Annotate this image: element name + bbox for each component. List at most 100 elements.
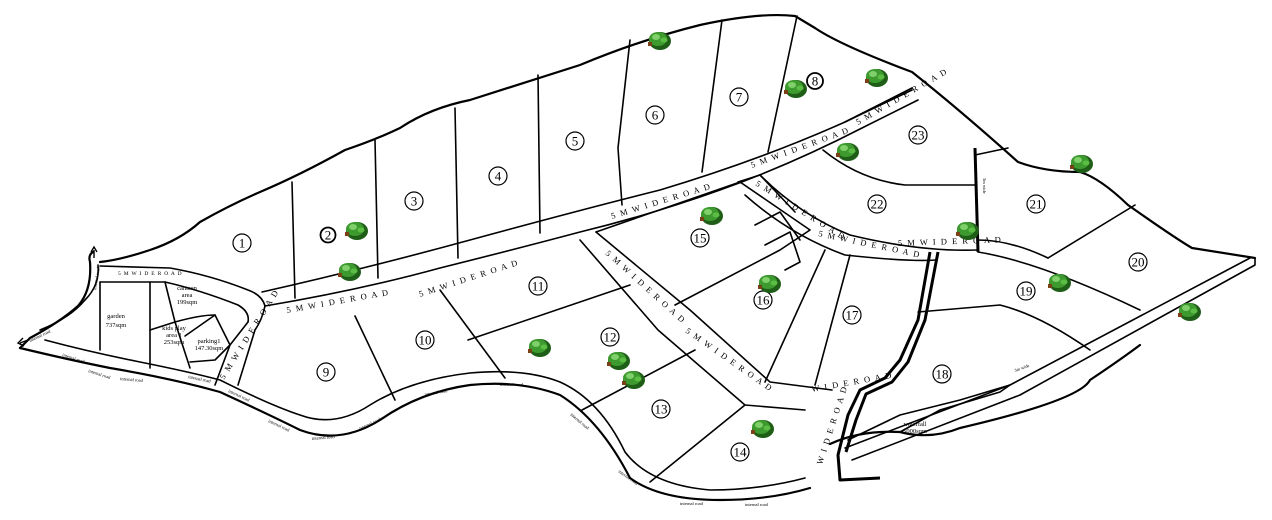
plot-14[interactable]: 14 <box>730 442 750 462</box>
svg-text:9: 9 <box>323 365 330 380</box>
plot-1[interactable]: 1 <box>232 233 252 253</box>
plot-3[interactable]: 3 <box>404 191 424 211</box>
exit-arrow-icon <box>16 337 29 347</box>
plot-5[interactable]: 5 <box>565 131 585 151</box>
svg-text:11: 11 <box>532 279 545 294</box>
plot-22[interactable]: 22 <box>867 194 887 214</box>
waterfall-outline <box>847 384 1011 441</box>
internal-road-label-10: internal road <box>500 382 524 387</box>
svg-text:15: 15 <box>694 231 707 246</box>
plot-divider-5-6 <box>617 39 631 206</box>
svg-text:18: 18 <box>936 367 949 382</box>
plot-4[interactable]: 4 <box>488 166 508 186</box>
road-label-mid: 5 M W I D E R O A D <box>684 325 775 393</box>
plot-11[interactable]: 11 <box>528 276 548 296</box>
plot-23-east <box>974 147 1009 156</box>
internal-road-label-13: internal road <box>680 501 704 506</box>
plot-13[interactable]: 13 <box>651 399 671 419</box>
kids-play-block <box>174 321 191 369</box>
internal-road-label-7: internal road <box>312 434 336 441</box>
plot-divider-4-5 <box>537 74 541 234</box>
tree-icon <box>784 80 807 98</box>
road-label-upper-right: 5 M W I D E R O A D <box>749 125 851 170</box>
internal-road-label-12: internal road <box>617 469 639 487</box>
plot-19-20-boundary <box>977 251 1141 311</box>
road-label-lower-left: 5 M W I D E R O A D <box>118 271 182 277</box>
svg-text:199sqm: 199sqm <box>177 299 198 306</box>
center-road-west-edge <box>579 239 806 411</box>
svg-text:area: area <box>182 292 193 299</box>
main-road-upper-edge <box>261 87 913 293</box>
entry-arrow-icon <box>90 245 98 258</box>
svg-text:13: 13 <box>655 402 668 417</box>
canteen-area[interactable]: canteen area 199sqm <box>177 285 198 306</box>
svg-text:12: 12 <box>604 330 617 345</box>
plot-21-west <box>977 239 1049 259</box>
svg-text:canteen: canteen <box>177 285 198 292</box>
plot-21[interactable]: 21 <box>1026 194 1046 214</box>
plot-19[interactable]: 19 <box>1016 281 1036 301</box>
parking-block <box>184 314 231 363</box>
plot-16[interactable]: 16 <box>753 290 773 310</box>
internal-road-west-edge <box>39 264 100 331</box>
svg-text:19: 19 <box>1020 284 1033 299</box>
internal-road-label-8: internal road <box>358 416 382 431</box>
tree-icon <box>345 222 368 240</box>
svg-text:5: 5 <box>572 134 579 149</box>
tree-icon <box>648 32 671 50</box>
plot-12[interactable]: 12 <box>600 327 620 347</box>
internal-road-label-3: internal road <box>120 376 144 383</box>
site-boundary-west <box>18 250 95 350</box>
east-road-lower-edge <box>744 194 936 262</box>
road-label-upper-left: 5 M W I D E R O A D <box>286 287 391 315</box>
garden-block <box>99 281 151 369</box>
plot-6[interactable]: 6 <box>645 105 665 125</box>
plot-divider-1-2 <box>291 181 296 299</box>
footpath-label-1: 3m wide <box>982 178 987 194</box>
plot-10[interactable]: 10 <box>415 330 435 350</box>
internal-road-inner-edge <box>44 339 806 491</box>
svg-text:737sqm: 737sqm <box>106 322 127 329</box>
plot-15[interactable]: 15 <box>690 228 710 248</box>
waterfall-area[interactable]: waterfall 5000sqm <box>903 421 927 435</box>
svg-text:garden: garden <box>107 313 125 320</box>
tree-icon <box>751 420 774 438</box>
plot-20[interactable]: 20 <box>1128 252 1148 272</box>
svg-text:4: 4 <box>495 169 502 184</box>
tree-icon <box>758 275 781 293</box>
plot-13-14-divider <box>649 404 746 483</box>
tree-icon <box>1070 155 1093 173</box>
svg-text:area 1: area 1 <box>166 332 182 339</box>
svg-text:waterfall: waterfall <box>903 421 926 428</box>
plot-2[interactable]: 2 <box>319 226 337 244</box>
site-boundary-southeast <box>828 343 1142 446</box>
site-boundary-south <box>18 346 812 502</box>
plot-divider-3-4 <box>454 107 459 259</box>
svg-text:5000sqm: 5000sqm <box>903 428 927 435</box>
svg-text:17: 17 <box>846 308 860 323</box>
plot-17[interactable]: 17 <box>842 305 862 325</box>
plot-8[interactable]: 8 <box>806 72 824 90</box>
plot-9[interactable]: 9 <box>316 362 336 382</box>
plot-divider-6-7 <box>701 19 723 173</box>
svg-text:253sqm: 253sqm <box>164 339 185 346</box>
main-road-lower-edge <box>264 99 919 307</box>
plot-18[interactable]: 18 <box>932 364 952 384</box>
plot-divider-9-10 <box>354 315 396 401</box>
plot-23[interactable]: 23 <box>908 125 928 145</box>
kids-play-area[interactable]: kids play area 1 253sqm <box>162 325 186 346</box>
site-boundary-north <box>98 13 1257 264</box>
tree-icon <box>700 207 723 225</box>
svg-text:parking1: parking1 <box>197 338 220 345</box>
svg-text:14: 14 <box>734 445 748 460</box>
plot-divider-10-11 <box>439 289 506 379</box>
vertical-road-east-edge <box>237 305 266 386</box>
tree-icon <box>1048 274 1071 292</box>
svg-text:6: 6 <box>652 108 659 123</box>
garden-area[interactable]: garden 737sqm <box>106 313 127 329</box>
parking-area[interactable]: parking1 147.30sqm <box>195 338 224 352</box>
plot-7[interactable]: 7 <box>729 87 749 107</box>
internal-road-label-14: internal road <box>745 502 769 507</box>
internal-road-label-4: internal road <box>188 374 212 384</box>
